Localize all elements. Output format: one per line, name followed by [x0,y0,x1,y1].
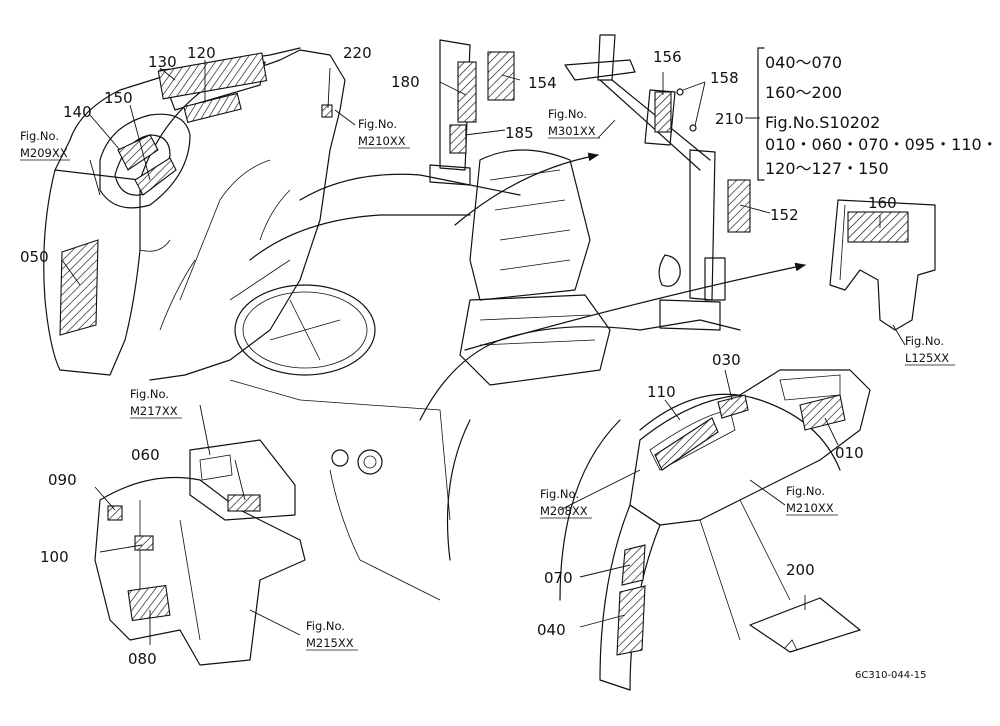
fig-l125-line1: Fig.No. [905,334,944,348]
decal-156 [654,91,672,133]
part-label-140: 140 [63,103,92,121]
part-label-160: 160 [868,194,897,212]
part-label-152: 152 [770,206,799,224]
decal-080 [127,584,171,622]
ref-line-5: 120～127・150 [765,159,889,178]
part-label-030: 030 [712,351,741,369]
fig-m210a-line1: Fig.No. [358,117,397,131]
leader-lines [61,60,906,645]
rops-bracket-drawing [564,34,711,171]
decal-040 [616,585,646,656]
part-label-154: 154 [528,74,557,92]
decal-220 [321,104,333,118]
part-label-090: 090 [48,471,77,489]
part-label-158: 158 [710,69,739,87]
decal-090 [107,505,123,521]
drawing-code: 6C310-044-15 [855,670,926,681]
part-label-060: 060 [131,446,160,464]
part-label-040: 040 [537,621,566,639]
ref-line-1: 040～070 [765,53,842,72]
part-label-220: 220 [343,44,372,62]
sheet-200-drawing [749,597,861,653]
decal-160 [847,211,909,243]
arrow-to-m301 [454,152,600,226]
ref-line-4: 010・060・070・095・110・ [765,135,998,154]
fig-m209-line1: Fig.No. [20,129,59,143]
rear-cover-drawing [829,199,936,331]
ref-line-2: 160～200 [765,83,842,102]
part-label-200: 200 [786,561,815,579]
part-label-070: 070 [544,569,573,587]
part-labels: 050 140 130 120 150 220 180 154 185 156 … [20,44,897,668]
part-label-156: 156 [653,48,682,66]
fig-m301-line1: Fig.No. [548,107,587,121]
left-fender-drawing [43,47,346,381]
ref-bracket [757,47,765,181]
fig-m210b-line1: Fig.No. [786,484,825,498]
part-label-210: 210 [715,110,744,128]
part-label-050: 050 [20,248,49,266]
decal-070 [621,544,646,586]
decal-010 [799,394,846,431]
decal-050 [59,239,99,336]
decal-150 [134,157,177,196]
fig-m209-line2: M209XX [20,146,68,160]
tractor-body-drawing [229,39,841,601]
fig-m210b-line2: M210XX [786,501,834,515]
fig-m215-line1: Fig.No. [306,619,345,633]
lower-left-panel-drawing [94,439,306,666]
decal-120 [183,92,242,123]
decal-110 [654,417,719,471]
fig-m217-line2: M217XX [130,404,178,418]
decal-130 [157,52,268,100]
decal-154 [487,51,515,101]
part-label-080: 080 [128,650,157,668]
part-label-150: 150 [104,89,133,107]
part-label-130: 130 [148,53,177,71]
fig-m208-line2: M208XX [540,504,588,518]
part-label-110: 110 [647,383,676,401]
ref-line-3: Fig.No.S10202 [765,113,880,132]
part-label-120: 120 [187,44,216,62]
part-label-180: 180 [391,73,420,91]
decal-100 [134,535,154,551]
fig-m301-line2: M301XX [548,124,596,138]
right-fender-drawing [599,369,871,691]
part-label-185: 185 [505,124,534,142]
decal-030 [717,394,749,419]
fig-m210a-line2: M210XX [358,134,406,148]
decal-185 [449,124,467,154]
decal-180 [457,61,477,123]
figure-references: Fig.No. M209XX Fig.No. M210XX Fig.No. M3… [20,107,955,651]
part-label-010: 010 [835,444,864,462]
decal-152 [727,179,751,233]
fig-m215-line2: M215XX [306,636,354,650]
arrow-to-l125 [464,262,807,351]
fig-m217-line1: Fig.No. [130,387,169,401]
decal-140 [117,134,159,171]
fig-l125-line2: L125XX [905,351,949,365]
part-label-100: 100 [40,548,69,566]
fig-m208-line1: Fig.No. [540,487,579,501]
